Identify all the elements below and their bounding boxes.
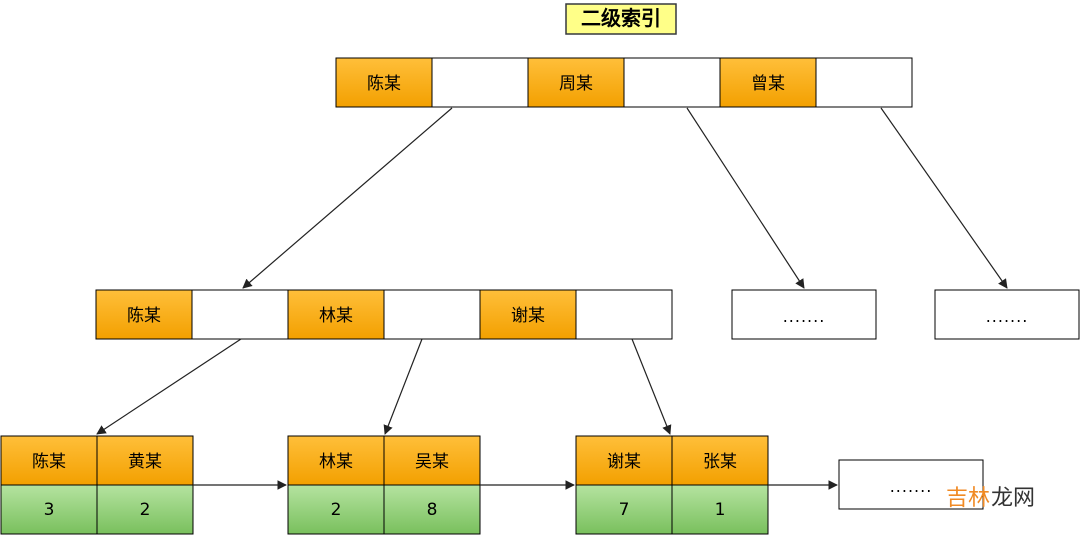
leaf-3-key-2: 张某 [703,452,737,472]
leaf-1-key-2: 黄某 [128,452,162,472]
collapsed-node-2: ....... [934,289,1080,340]
leaf-3-value-2: 1 [715,500,726,520]
leaf-3-key-1: 谢某 [607,452,641,472]
root-to-collapsed-1-edge [686,107,805,289]
leaf-2-value-2: 8 [427,500,438,520]
tree-connectors [96,107,1008,490]
leaf-node-3: 谢某 张某 7 1 [575,435,769,535]
watermark: 吉林 龙网 [946,486,1035,511]
internal-to-leaf-3-edge [631,338,672,435]
collapsed-node-3: ....... [838,459,984,510]
internal-to-leaf-2-edge [383,338,423,435]
internal-key-2: 林某 [319,306,353,326]
leaf-2-value-1: 2 [331,500,342,520]
watermark-part-a: 吉林 [946,486,990,511]
leaf-1-key-1: 陈某 [32,452,66,472]
leaf-1-value-1: 3 [44,500,55,520]
root-key-3: 曾某 [751,74,785,94]
watermark-part-b: 龙网 [991,486,1035,511]
internal-key-1: 陈某 [127,306,161,326]
collapsed-node-2-text: ....... [986,307,1029,326]
root-to-internal-edge [242,107,453,289]
leaf-node-1: 陈某 黄某 3 2 [0,435,194,535]
root-to-collapsed-2-edge [880,107,1008,289]
root-key-1: 陈某 [367,74,401,94]
collapsed-node-3-text: ....... [890,477,933,496]
internal-key-3: 谢某 [511,306,545,326]
diagram-title: 二级索引 [565,3,677,35]
leaf-2-key-1: 林某 [319,452,353,472]
leaf-node-2: 林某 吴某 2 8 [287,435,481,535]
internal-to-leaf-1-edge [96,338,242,435]
diagram-title-text: 二级索引 [581,6,661,30]
leaf-1-value-2: 2 [140,500,151,520]
root-node: 陈某 周某 曾某 [335,57,913,108]
internal-node: 陈某 林某 谢某 [95,289,673,340]
collapsed-node-1-text: ....... [783,307,826,326]
leaf-2-key-2: 吴某 [415,452,449,472]
collapsed-node-1: ....... [731,289,877,340]
leaf-3-value-1: 7 [619,500,630,520]
root-key-2: 周某 [559,74,593,94]
